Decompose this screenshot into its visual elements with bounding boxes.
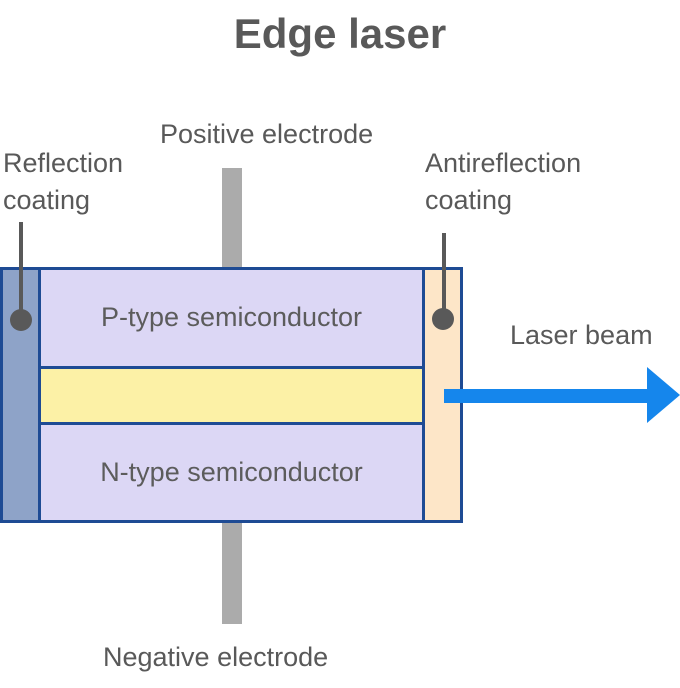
reflection-coating-label-line1: Reflection — [3, 148, 124, 178]
negative-electrode-label: Negative electrode — [103, 642, 329, 672]
semiconductor-stack: P-type semiconductor N-type semiconducto… — [41, 270, 425, 520]
positive-electrode-label: Positive electrode — [160, 119, 374, 149]
reflection-coating-callout-line — [19, 222, 23, 321]
negative-electrode-bar — [222, 520, 242, 624]
antireflection-coating-label-line2: coating — [425, 185, 513, 215]
laser-beam-label: Laser beam — [510, 320, 653, 350]
active-layer — [41, 365, 422, 425]
laser-beam-arrow-head-icon — [647, 367, 680, 423]
p-type-label: P-type semiconductor — [100, 302, 363, 333]
laser-diode-body: P-type semiconductor N-type semiconducto… — [0, 267, 463, 523]
p-type-region: P-type semiconductor — [41, 270, 422, 366]
reflection-coating-label: Reflection coating — [3, 145, 123, 219]
antireflection-coating-callout-dot — [432, 308, 454, 330]
positive-electrode-bar — [222, 168, 242, 270]
n-type-label: N-type semiconductor — [100, 456, 363, 487]
page-title: Edge laser — [233, 10, 447, 57]
reflection-coating-label-line2: coating — [3, 185, 91, 215]
antireflection-coating-label-line1: Antireflection — [425, 148, 582, 178]
antireflection-coating-label: Antireflection coating — [425, 145, 581, 219]
reflection-coating-callout-dot — [10, 309, 32, 331]
laser-beam-arrow-shaft — [444, 389, 648, 403]
antireflection-coating-callout-line — [442, 233, 446, 320]
n-type-region: N-type semiconductor — [41, 424, 422, 520]
